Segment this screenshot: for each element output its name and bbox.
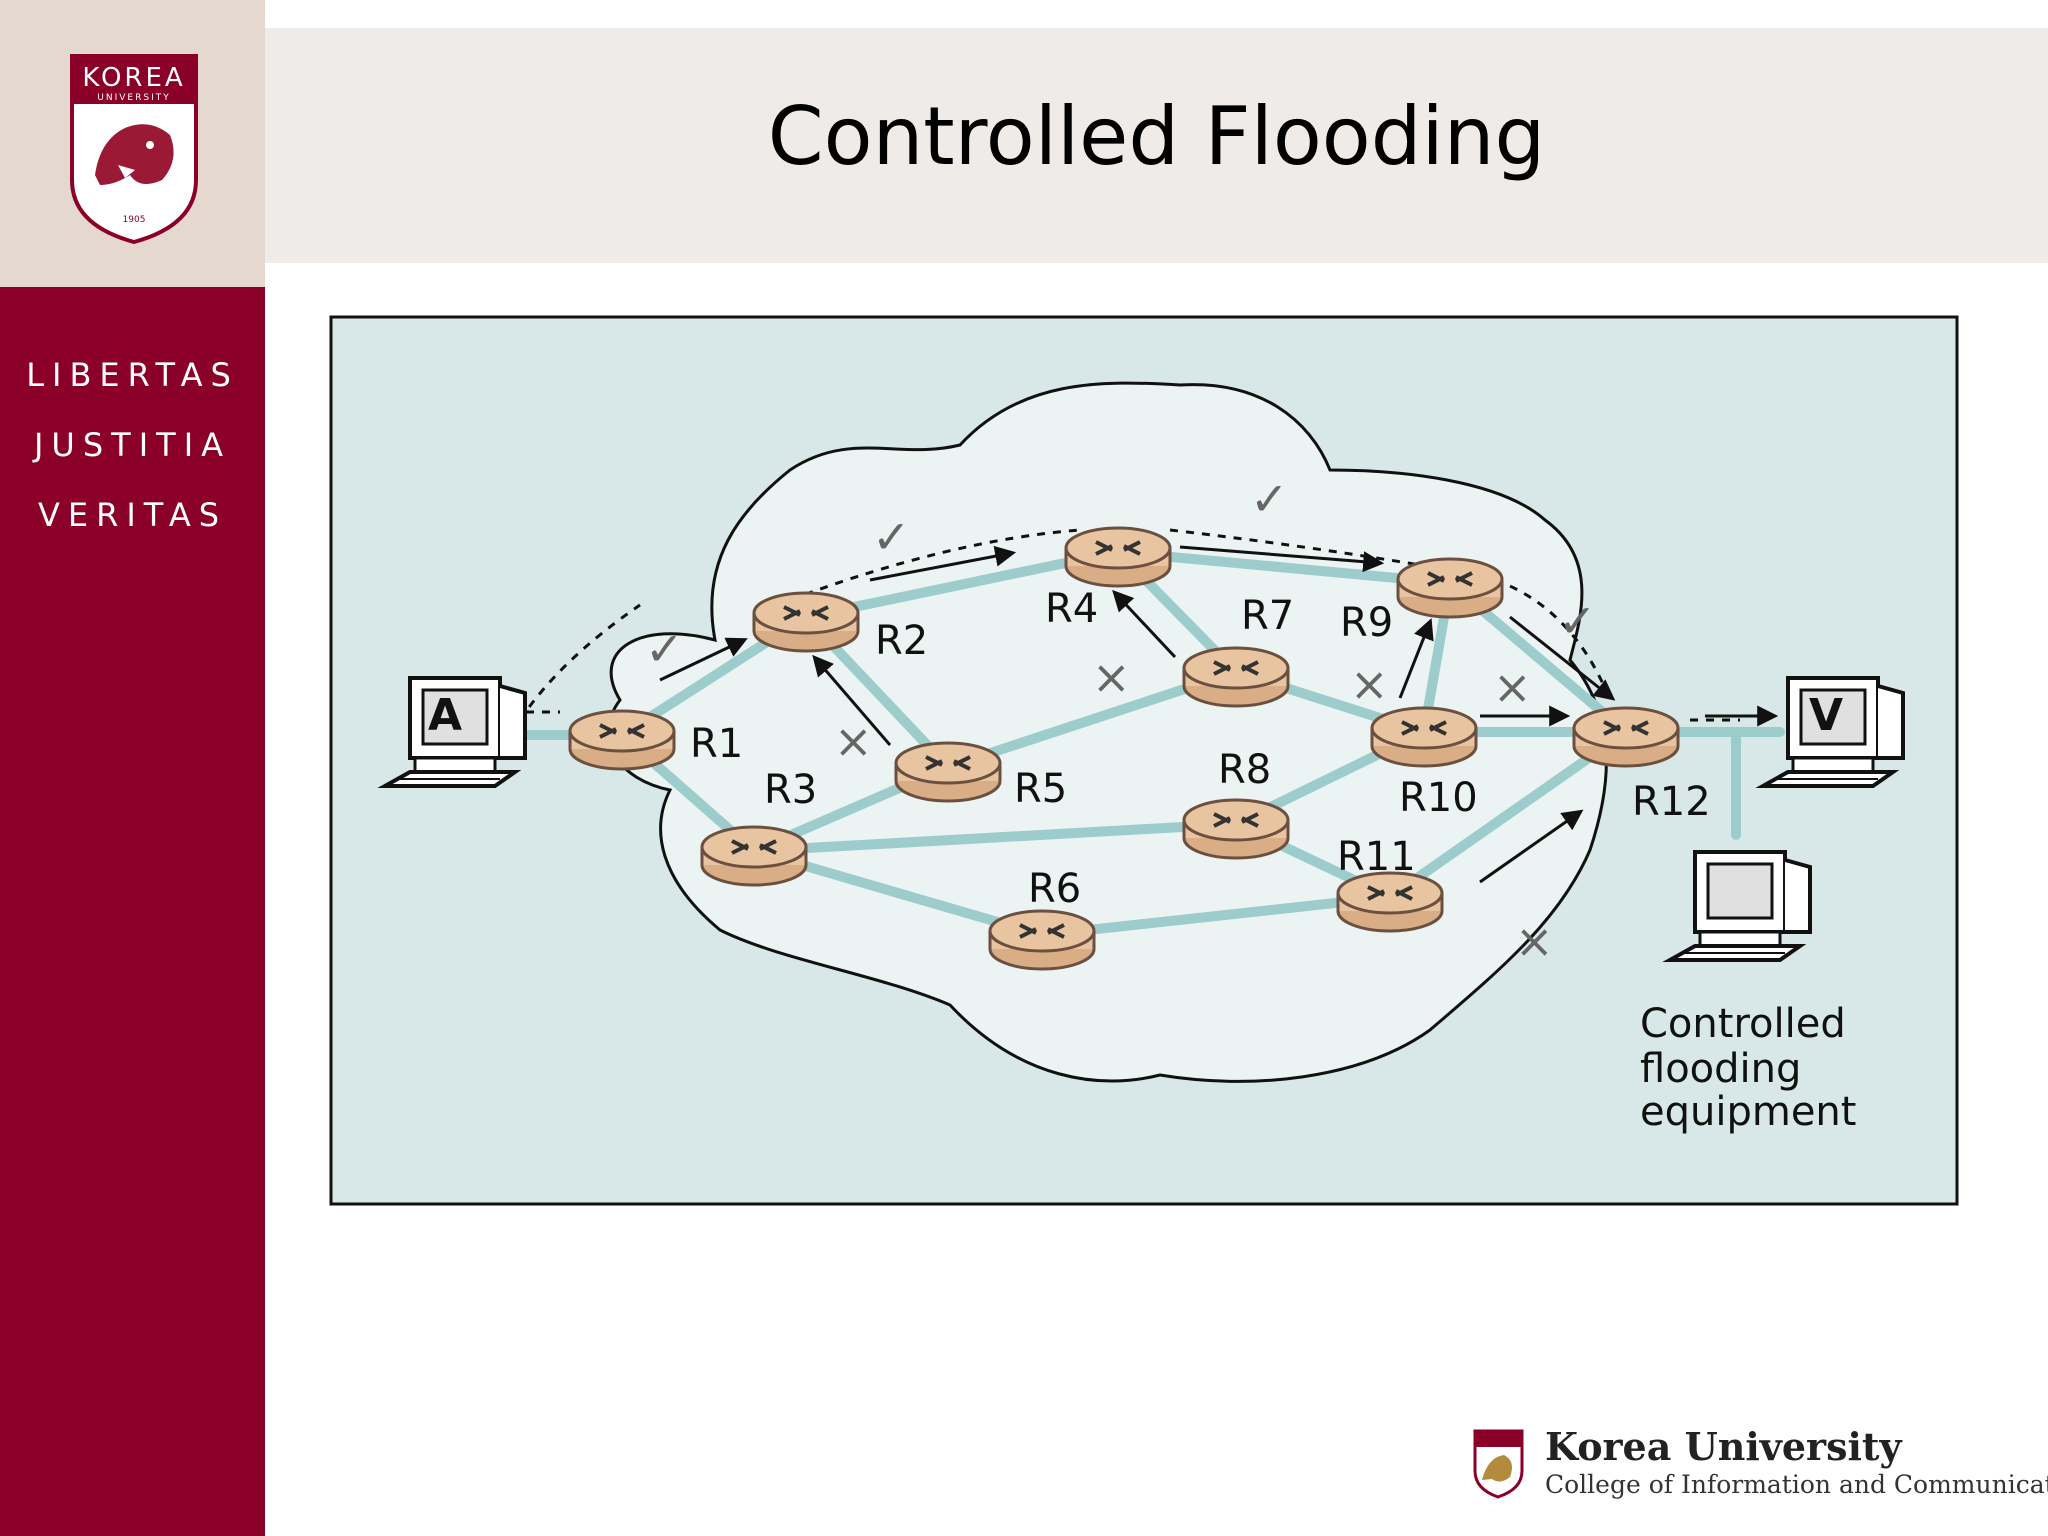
footer-college-name: College of Information and Communication… <box>1545 1470 2048 1499</box>
equipment-label-line1: Controlled <box>1640 1001 1846 1047</box>
router-label: R8 <box>1218 747 1271 793</box>
router-label: R1 <box>690 721 743 767</box>
router-r11-icon <box>1336 871 1444 933</box>
accept-marks: ✓ ✓ ✓ ✓ <box>645 472 1597 676</box>
page-title: Controlled Flooding <box>767 90 1546 183</box>
motto: LIBERTAS JUSTITIA VERITAS <box>0 340 265 550</box>
footer-university-name: Korea University <box>1545 1424 1902 1469</box>
crest-name: KOREA <box>82 63 185 93</box>
router-label: R6 <box>1028 866 1081 912</box>
router-labels: R1 R2 R3 R4 R5 R6 R7 R8 R9 R10 R11 R12 <box>690 586 1711 912</box>
router-r6-icon <box>988 909 1096 971</box>
tiger-crest-icon <box>95 124 174 185</box>
router-label: R4 <box>1045 586 1098 632</box>
router-label: R2 <box>875 618 928 664</box>
equipment-label-line3: equipment <box>1640 1089 1856 1135</box>
router-r12-icon <box>1572 706 1680 768</box>
motto-libertas: LIBERTAS <box>26 356 239 394</box>
cross-mark-icon: × <box>1515 914 1554 968</box>
router-r5-icon <box>894 741 1002 803</box>
router-r1-icon <box>568 709 676 771</box>
check-mark-icon: ✓ <box>1250 472 1289 526</box>
router-label: R5 <box>1014 766 1067 812</box>
motto-veritas: VERITAS <box>37 496 228 534</box>
router-label: R3 <box>764 767 817 813</box>
reject-marks: × × × × × <box>834 650 1554 968</box>
flooding-equipment: Controlled flooding equipment <box>1640 850 1856 1135</box>
crest-subname: UNIVERSITY <box>97 93 170 103</box>
router-label: R11 <box>1337 834 1416 880</box>
router-label: R10 <box>1399 775 1478 821</box>
router-r9-icon <box>1396 557 1504 619</box>
router-r8-icon <box>1182 798 1290 860</box>
host-a: A <box>383 676 527 788</box>
cross-mark-icon: × <box>1493 660 1532 714</box>
check-mark-icon: ✓ <box>645 622 684 676</box>
router-r3-icon <box>700 825 808 887</box>
router-r10-icon <box>1370 706 1478 768</box>
footer-crest-icon <box>1473 1429 1524 1499</box>
router-r4-icon <box>1064 526 1172 588</box>
host-v: V <box>1761 676 1905 788</box>
check-mark-icon: ✓ <box>1558 594 1597 648</box>
university-crest-icon: KOREA UNIVERSITY 1905 <box>70 54 198 245</box>
footer-logo <box>1470 1425 2040 1505</box>
router-label: R12 <box>1632 779 1711 825</box>
host-a-label: A <box>428 690 462 741</box>
sidebar-header: KOREA UNIVERSITY 1905 <box>0 0 265 287</box>
cross-mark-icon: × <box>1350 657 1389 711</box>
router-r7-icon <box>1182 646 1290 708</box>
motto-justitia: JUSTITIA <box>33 426 232 464</box>
router-label: R7 <box>1241 593 1294 639</box>
title-band <box>265 28 2048 263</box>
equipment-label-line2: flooding <box>1640 1046 1801 1092</box>
host-v-label: V <box>1809 690 1843 741</box>
cross-mark-icon: × <box>834 714 873 768</box>
sidebar-band <box>0 287 265 1536</box>
router-label: R9 <box>1340 600 1393 646</box>
cross-mark-icon: × <box>1092 650 1131 704</box>
router-r2-icon <box>752 591 860 653</box>
check-mark-icon: ✓ <box>872 510 911 564</box>
crest-year: 1905 <box>123 215 146 225</box>
